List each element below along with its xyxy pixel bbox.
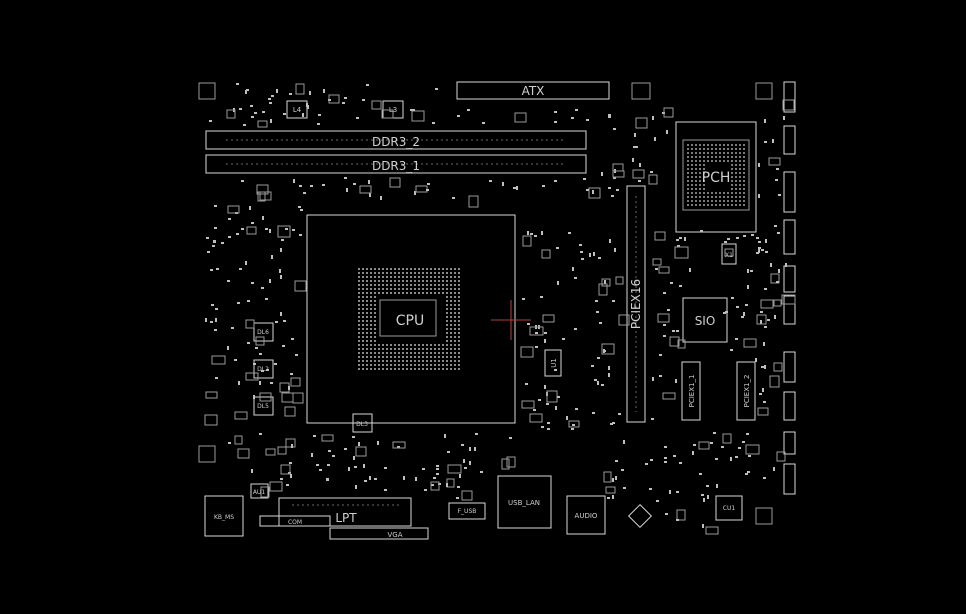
cu1-chip[interactable]: CU1 [715,495,743,521]
usb-lan-label: USB_LAN [508,499,540,507]
mounting-holes [198,82,773,525]
dl5-inductor[interactable]: DL5 [253,396,274,416]
kb-ms-label: KB_MS [214,514,234,521]
pciex1-2-slot[interactable]: PCIEX1_2 [736,361,756,421]
audio-connector[interactable]: AUDIO [566,495,606,535]
pciex1-2-label: PCIEX1_2 [743,375,751,408]
ddr3-2-label: DDR3_2 [372,135,420,149]
au1-chip[interactable]: AU1 [250,483,269,499]
crosshair-icon [491,300,531,340]
pch-chip[interactable]: PCH [675,121,757,233]
ddr3-1-label: DDR3_1 [372,159,420,173]
pch-label: PCH [702,170,731,186]
pch-pin-grid [687,144,745,206]
cpu-socket[interactable]: CPU [306,214,516,424]
pciex16-slot[interactable]: PCIEX16 [626,185,646,423]
dl3-label: DL3 [356,421,368,428]
dl5-label: DL5 [257,403,269,410]
l4-label: L4 [293,106,302,114]
dl2-inductor[interactable]: DL2 [253,359,274,379]
atx-connector[interactable]: ATX [456,81,610,100]
misc-components [204,83,796,535]
pciex1-1-slot[interactable]: PCIEX1_1 [681,361,701,421]
right-edge-headers [783,81,796,495]
dl3-inductor[interactable]: DL3 [352,413,373,433]
l4-inductor[interactable]: L4 [286,100,308,119]
ddr3-1-slot[interactable]: DDR3_1 [205,154,587,174]
lpt-label: LPT [335,511,357,525]
com-connector[interactable]: COM [259,515,331,527]
cpu-label: CPU [396,313,424,329]
u1-label: U1 [550,358,558,368]
com-label: COM [288,519,302,526]
dl6-label: DL6 [257,329,269,336]
cu1-label: CU1 [723,505,736,512]
f-usb-header[interactable]: F_USB [448,502,486,520]
cpu-pin-grid [358,268,460,370]
vga-connector[interactable]: VGA [329,527,429,540]
atx-label: ATX [522,84,545,98]
audio-label: AUDIO [575,512,598,520]
kb-ms-connector[interactable]: KB_MS [204,495,244,537]
dl2-label: DL2 [257,366,269,373]
sio-label: SIO [695,314,716,328]
usb-lan-connector[interactable]: USB_LAN [497,475,552,529]
vga-label: VGA [387,531,402,539]
lpt-connector[interactable]: LPT [278,497,412,527]
ddr3-2-slot[interactable]: DDR3_2 [205,130,587,150]
diamond-chip[interactable] [627,503,653,529]
pciex16-label: PCIEX16 [629,279,643,329]
pciex1-1-label: PCIEX1_1 [688,375,696,408]
u1-chip[interactable]: U1 [544,349,562,377]
f-usb-label: F_USB [458,508,477,515]
sio-chip[interactable]: SIO [682,297,728,343]
au1-label: AU1 [253,489,265,496]
